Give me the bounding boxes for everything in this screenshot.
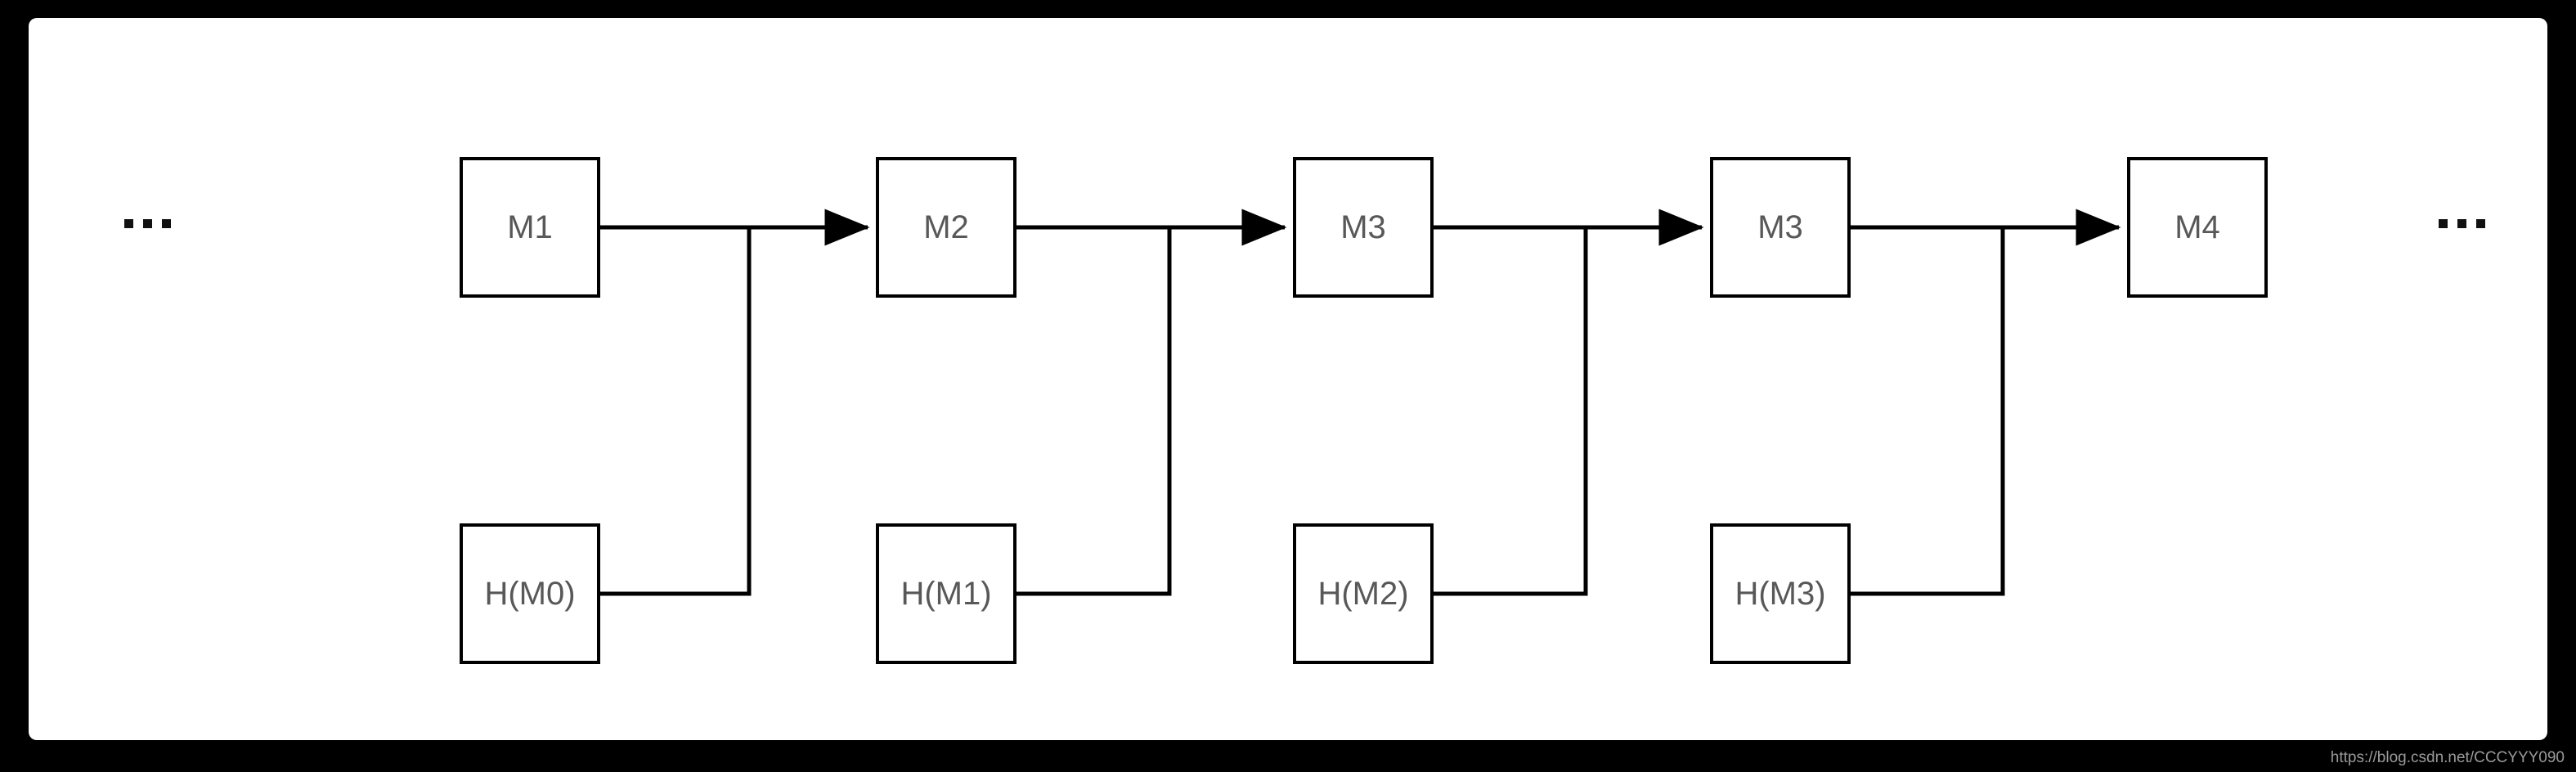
node-label: M3 [1757, 209, 1803, 245]
node-m3a[interactable]: M3 [1293, 157, 1434, 298]
ellipsis-dot [2476, 219, 2485, 228]
diagram-panel [29, 18, 2547, 740]
node-m3b[interactable]: M3 [1710, 157, 1851, 298]
node-hm1[interactable]: H(M1) [876, 523, 1016, 664]
node-m1[interactable]: M1 [460, 157, 600, 298]
node-label: M3 [1340, 209, 1386, 245]
edge-hm1-riser [1016, 227, 1172, 596]
node-label: H(M2) [1317, 576, 1409, 612]
watermark-url: https://blog.csdn.net/CCCYYY090 [2330, 749, 2565, 766]
ellipsis-dot [2439, 219, 2448, 228]
node-label: M2 [923, 209, 969, 245]
node-label: M1 [507, 209, 553, 245]
ellipsis-dot [162, 219, 171, 228]
ellipsis-left-icon [124, 219, 171, 228]
ellipsis-dot [2457, 219, 2466, 228]
edge-hm0-riser [600, 227, 752, 596]
edge-hm2-riser [1434, 227, 1588, 596]
node-hm3[interactable]: H(M3) [1710, 523, 1851, 664]
node-hm0[interactable]: H(M0) [460, 523, 600, 664]
ellipsis-dot [124, 219, 133, 228]
ellipsis-dot [143, 219, 152, 228]
node-label: H(M3) [1735, 576, 1826, 612]
node-label: H(M0) [484, 576, 576, 612]
node-label: H(M1) [900, 576, 992, 612]
edge-hm3-riser [1851, 227, 2005, 596]
node-hm2[interactable]: H(M2) [1293, 523, 1434, 664]
node-m2[interactable]: M2 [876, 157, 1016, 298]
node-label: M4 [2174, 209, 2220, 245]
ellipsis-right-icon [2439, 219, 2485, 228]
node-m4[interactable]: M4 [2127, 157, 2268, 298]
